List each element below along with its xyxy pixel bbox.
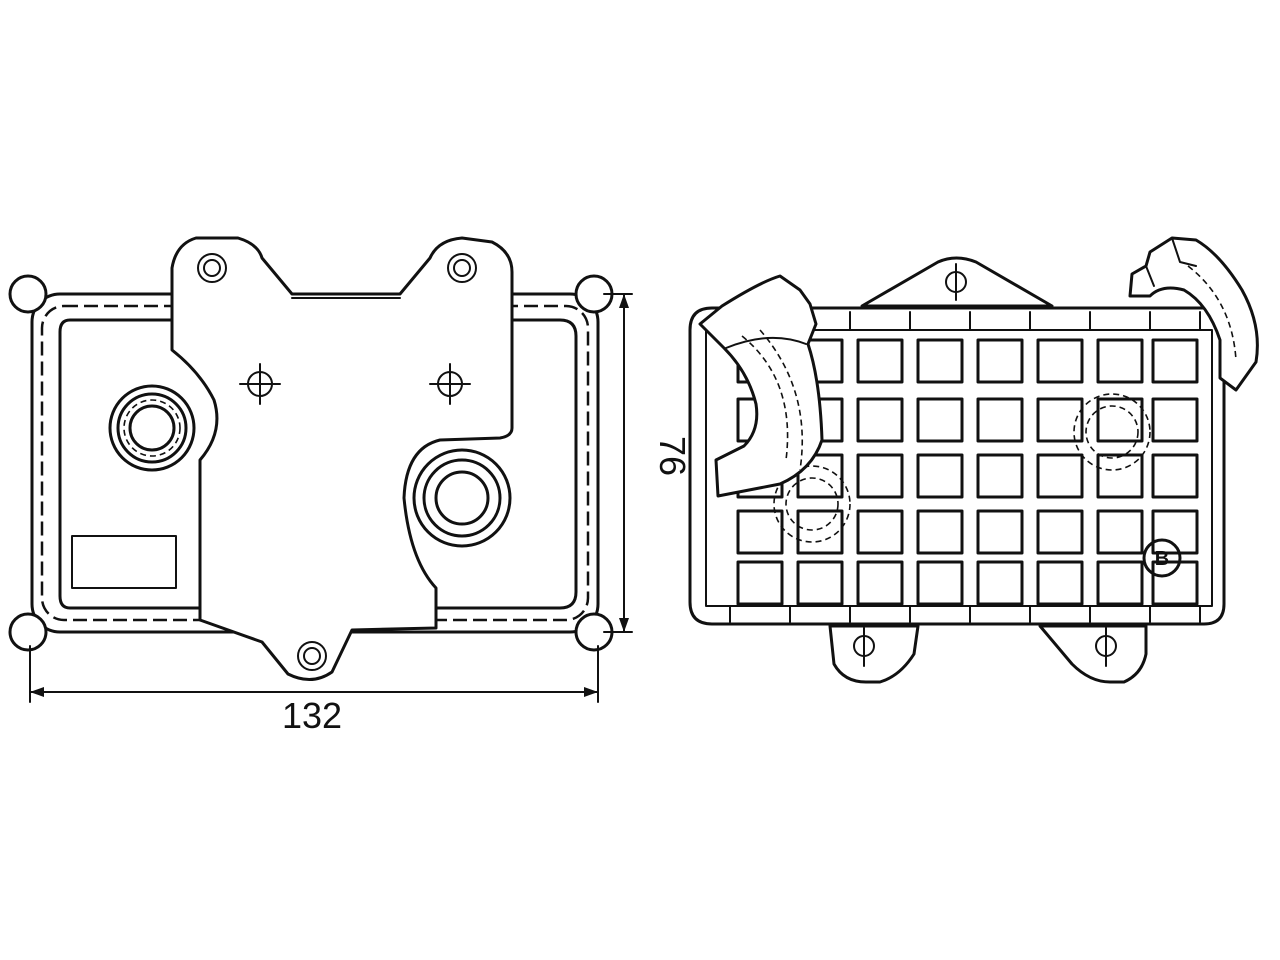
front-mounting-plate xyxy=(170,236,514,681)
rib-cell xyxy=(976,509,1024,555)
rib-cell xyxy=(976,560,1024,606)
rib-cell xyxy=(1036,560,1084,606)
crosshair-hole-right xyxy=(429,363,471,405)
plate-hole-top-right xyxy=(447,253,477,283)
rib-cell xyxy=(856,560,904,606)
manufacturer-badge xyxy=(1142,538,1182,578)
front-inner-panel xyxy=(58,318,578,610)
rib-cell xyxy=(796,560,844,606)
width-dimension-label: 132 xyxy=(282,695,342,736)
plate-hole-top-left xyxy=(197,253,227,283)
corner-lug-top-left xyxy=(8,274,48,314)
rib-cell xyxy=(856,397,904,443)
inlet-port-left xyxy=(108,384,196,472)
rib-cell xyxy=(1096,560,1144,606)
side-bottom-tab-left xyxy=(828,624,920,684)
rib-cell xyxy=(1151,453,1199,499)
outlet-port-right xyxy=(412,448,512,548)
rib-cell xyxy=(976,453,1024,499)
rib-cell xyxy=(856,453,904,499)
inlet-pipe-left xyxy=(698,274,824,498)
rib-cell xyxy=(1151,560,1199,606)
height-dimension xyxy=(603,293,633,633)
rib-cell xyxy=(916,338,964,384)
rib-cell xyxy=(1096,509,1144,555)
hidden-port-upper xyxy=(1073,393,1151,471)
front-view: 132 76 xyxy=(8,236,693,736)
rib-cell xyxy=(1096,338,1144,384)
rib-cell xyxy=(796,509,844,555)
rib-cell xyxy=(1096,397,1144,443)
side-body-inner-edge xyxy=(705,329,1213,607)
rib-cell xyxy=(856,338,904,384)
rib-cell xyxy=(1036,338,1084,384)
rib-cell xyxy=(1151,509,1199,555)
side-view: B xyxy=(688,236,1259,684)
rib-cell xyxy=(1151,338,1199,384)
rib-cell xyxy=(736,560,784,606)
corner-lug-bottom-left xyxy=(8,612,48,652)
rib-cell xyxy=(916,509,964,555)
outlet-pipe-right xyxy=(1128,236,1259,392)
rib-cell xyxy=(796,453,844,499)
rib-cell xyxy=(916,453,964,499)
rib-cell xyxy=(736,509,784,555)
rib-cell xyxy=(1036,397,1084,443)
crosshair-hole-left xyxy=(239,363,281,405)
rib-cell xyxy=(1151,397,1199,443)
plate-hole-bottom xyxy=(297,641,327,671)
side-bottom-tab-right xyxy=(1038,624,1148,684)
rib-cell xyxy=(1036,509,1084,555)
label-plate xyxy=(71,535,177,589)
rib-cell xyxy=(1096,453,1144,499)
rib-cell xyxy=(976,338,1024,384)
rib-cell xyxy=(976,397,1024,443)
hidden-port-lower xyxy=(773,465,851,543)
manufacturer-badge-letter: B xyxy=(1155,548,1169,570)
rib-cell xyxy=(1036,453,1084,499)
rib-cell xyxy=(856,509,904,555)
width-dimension xyxy=(29,645,599,703)
rib-cell xyxy=(916,397,964,443)
rib-cell xyxy=(916,560,964,606)
height-dimension-label: 76 xyxy=(652,436,693,476)
